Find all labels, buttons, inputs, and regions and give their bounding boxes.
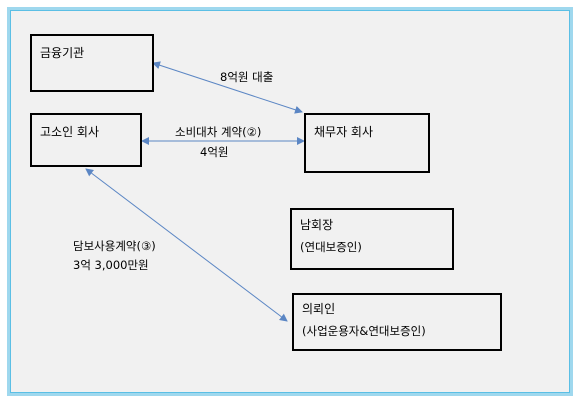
- chairman-role: (연대보증인): [300, 240, 362, 254]
- consumer-loan-label: 소비대차 계약(②): [175, 125, 262, 139]
- financial-institution-title: 금융기관: [40, 46, 85, 60]
- complainant-company-title: 고소인 회사: [40, 125, 100, 139]
- complainant-company-box: 고소인 회사: [30, 113, 142, 167]
- debtor-company-box: 채무자 회사: [304, 113, 430, 173]
- client-title: 의뢰인: [302, 302, 336, 316]
- client-role: (사업운용자&연대보증인): [302, 324, 426, 338]
- chairman-box: 남회장 (연대보증인): [290, 208, 454, 270]
- loan-label: 8억원 대출: [220, 70, 274, 84]
- consumer-loan-amount: 4억원: [200, 145, 229, 159]
- financial-institution-box: 금융기관: [30, 34, 154, 92]
- client-box: 의뢰인 (사업운용자&연대보증인): [292, 293, 502, 351]
- debtor-company-title: 채무자 회사: [314, 125, 374, 139]
- chairman-title: 남회장: [300, 218, 334, 232]
- collateral-amount: 3억 3,000만원: [73, 258, 149, 272]
- collateral-label: 담보사용계약(③): [73, 239, 156, 253]
